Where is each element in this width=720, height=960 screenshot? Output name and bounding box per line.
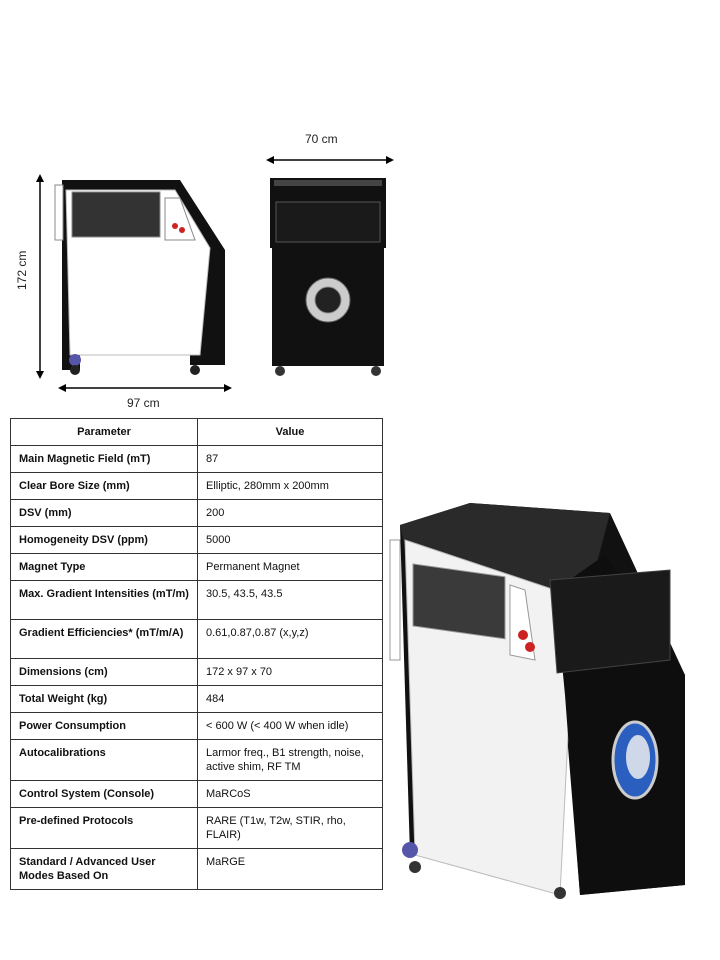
value-cell: 5000 xyxy=(197,526,383,554)
parameter-cell: Control System (Console) xyxy=(10,780,198,808)
parameter-cell: Autocalibrations xyxy=(10,739,198,781)
parameter-cell: Magnet Type xyxy=(10,553,198,581)
table-row: Dimensions (cm)172 x 97 x 70 xyxy=(10,658,383,686)
scanner-3d-render xyxy=(389,503,685,899)
value-cell: 0.61,0.87,0.87 (x,y,z) xyxy=(197,619,383,659)
parameter-cell: Power Consumption xyxy=(10,712,198,740)
value-cell: 30.5, 43.5, 43.5 xyxy=(197,580,383,620)
table-row: Main Magnetic Field (mT)87 xyxy=(10,445,383,473)
table-row: DSV (mm)200 xyxy=(10,499,383,527)
specifications-table: Parameter Value Main Magnetic Field (mT)… xyxy=(10,418,383,890)
value-cell: Larmor freq., B1 strength, noise, active… xyxy=(197,739,383,781)
parameter-cell: Total Weight (kg) xyxy=(10,685,198,713)
value-cell: 172 x 97 x 70 xyxy=(197,658,383,686)
table-row: Gradient Efficiencies* (mT/m/A)0.61,0.87… xyxy=(10,619,383,659)
value-cell: 200 xyxy=(197,499,383,527)
table-row: Total Weight (kg)484 xyxy=(10,685,383,713)
parameter-cell: Standard / Advanced User Modes Based On xyxy=(10,848,198,890)
parameter-cell: Homogeneity DSV (ppm) xyxy=(10,526,198,554)
table-row: Control System (Console)MaRCoS xyxy=(10,780,383,808)
parameter-cell: Max. Gradient Intensities (mT/m) xyxy=(10,580,198,620)
table-row: Power Consumption< 600 W (< 400 W when i… xyxy=(10,712,383,740)
header-value: Value xyxy=(197,418,383,446)
parameter-cell: Clear Bore Size (mm) xyxy=(10,472,198,500)
value-cell: MaRGE xyxy=(197,848,383,890)
parameter-cell: DSV (mm) xyxy=(10,499,198,527)
table-row: Homogeneity DSV (ppm)5000 xyxy=(10,526,383,554)
value-cell: MaRCoS xyxy=(197,780,383,808)
parameter-cell: Pre-defined Protocols xyxy=(10,807,198,849)
value-cell: < 600 W (< 400 W when idle) xyxy=(197,712,383,740)
depth-label: 97 cm xyxy=(127,396,160,410)
value-cell: Elliptic, 280mm x 200mm xyxy=(197,472,383,500)
header-parameter: Parameter xyxy=(10,418,198,446)
parameter-cell: Main Magnetic Field (mT) xyxy=(10,445,198,473)
value-cell: 87 xyxy=(197,445,383,473)
front-view-drawing xyxy=(266,156,394,376)
table-row: Clear Bore Size (mm)Elliptic, 280mm x 20… xyxy=(10,472,383,500)
side-view-drawing xyxy=(36,174,232,392)
parameter-cell: Dimensions (cm) xyxy=(10,658,198,686)
value-cell: RARE (T1w, T2w, STIR, rho, FLAIR) xyxy=(197,807,383,849)
height-label: 172 cm xyxy=(15,250,29,290)
value-cell: Permanent Magnet xyxy=(197,553,383,581)
value-cell: 484 xyxy=(197,685,383,713)
table-row: Max. Gradient Intensities (mT/m)30.5, 43… xyxy=(10,580,383,620)
width-label: 70 cm xyxy=(305,132,338,146)
parameter-cell: Gradient Efficiencies* (mT/m/A) xyxy=(10,619,198,659)
